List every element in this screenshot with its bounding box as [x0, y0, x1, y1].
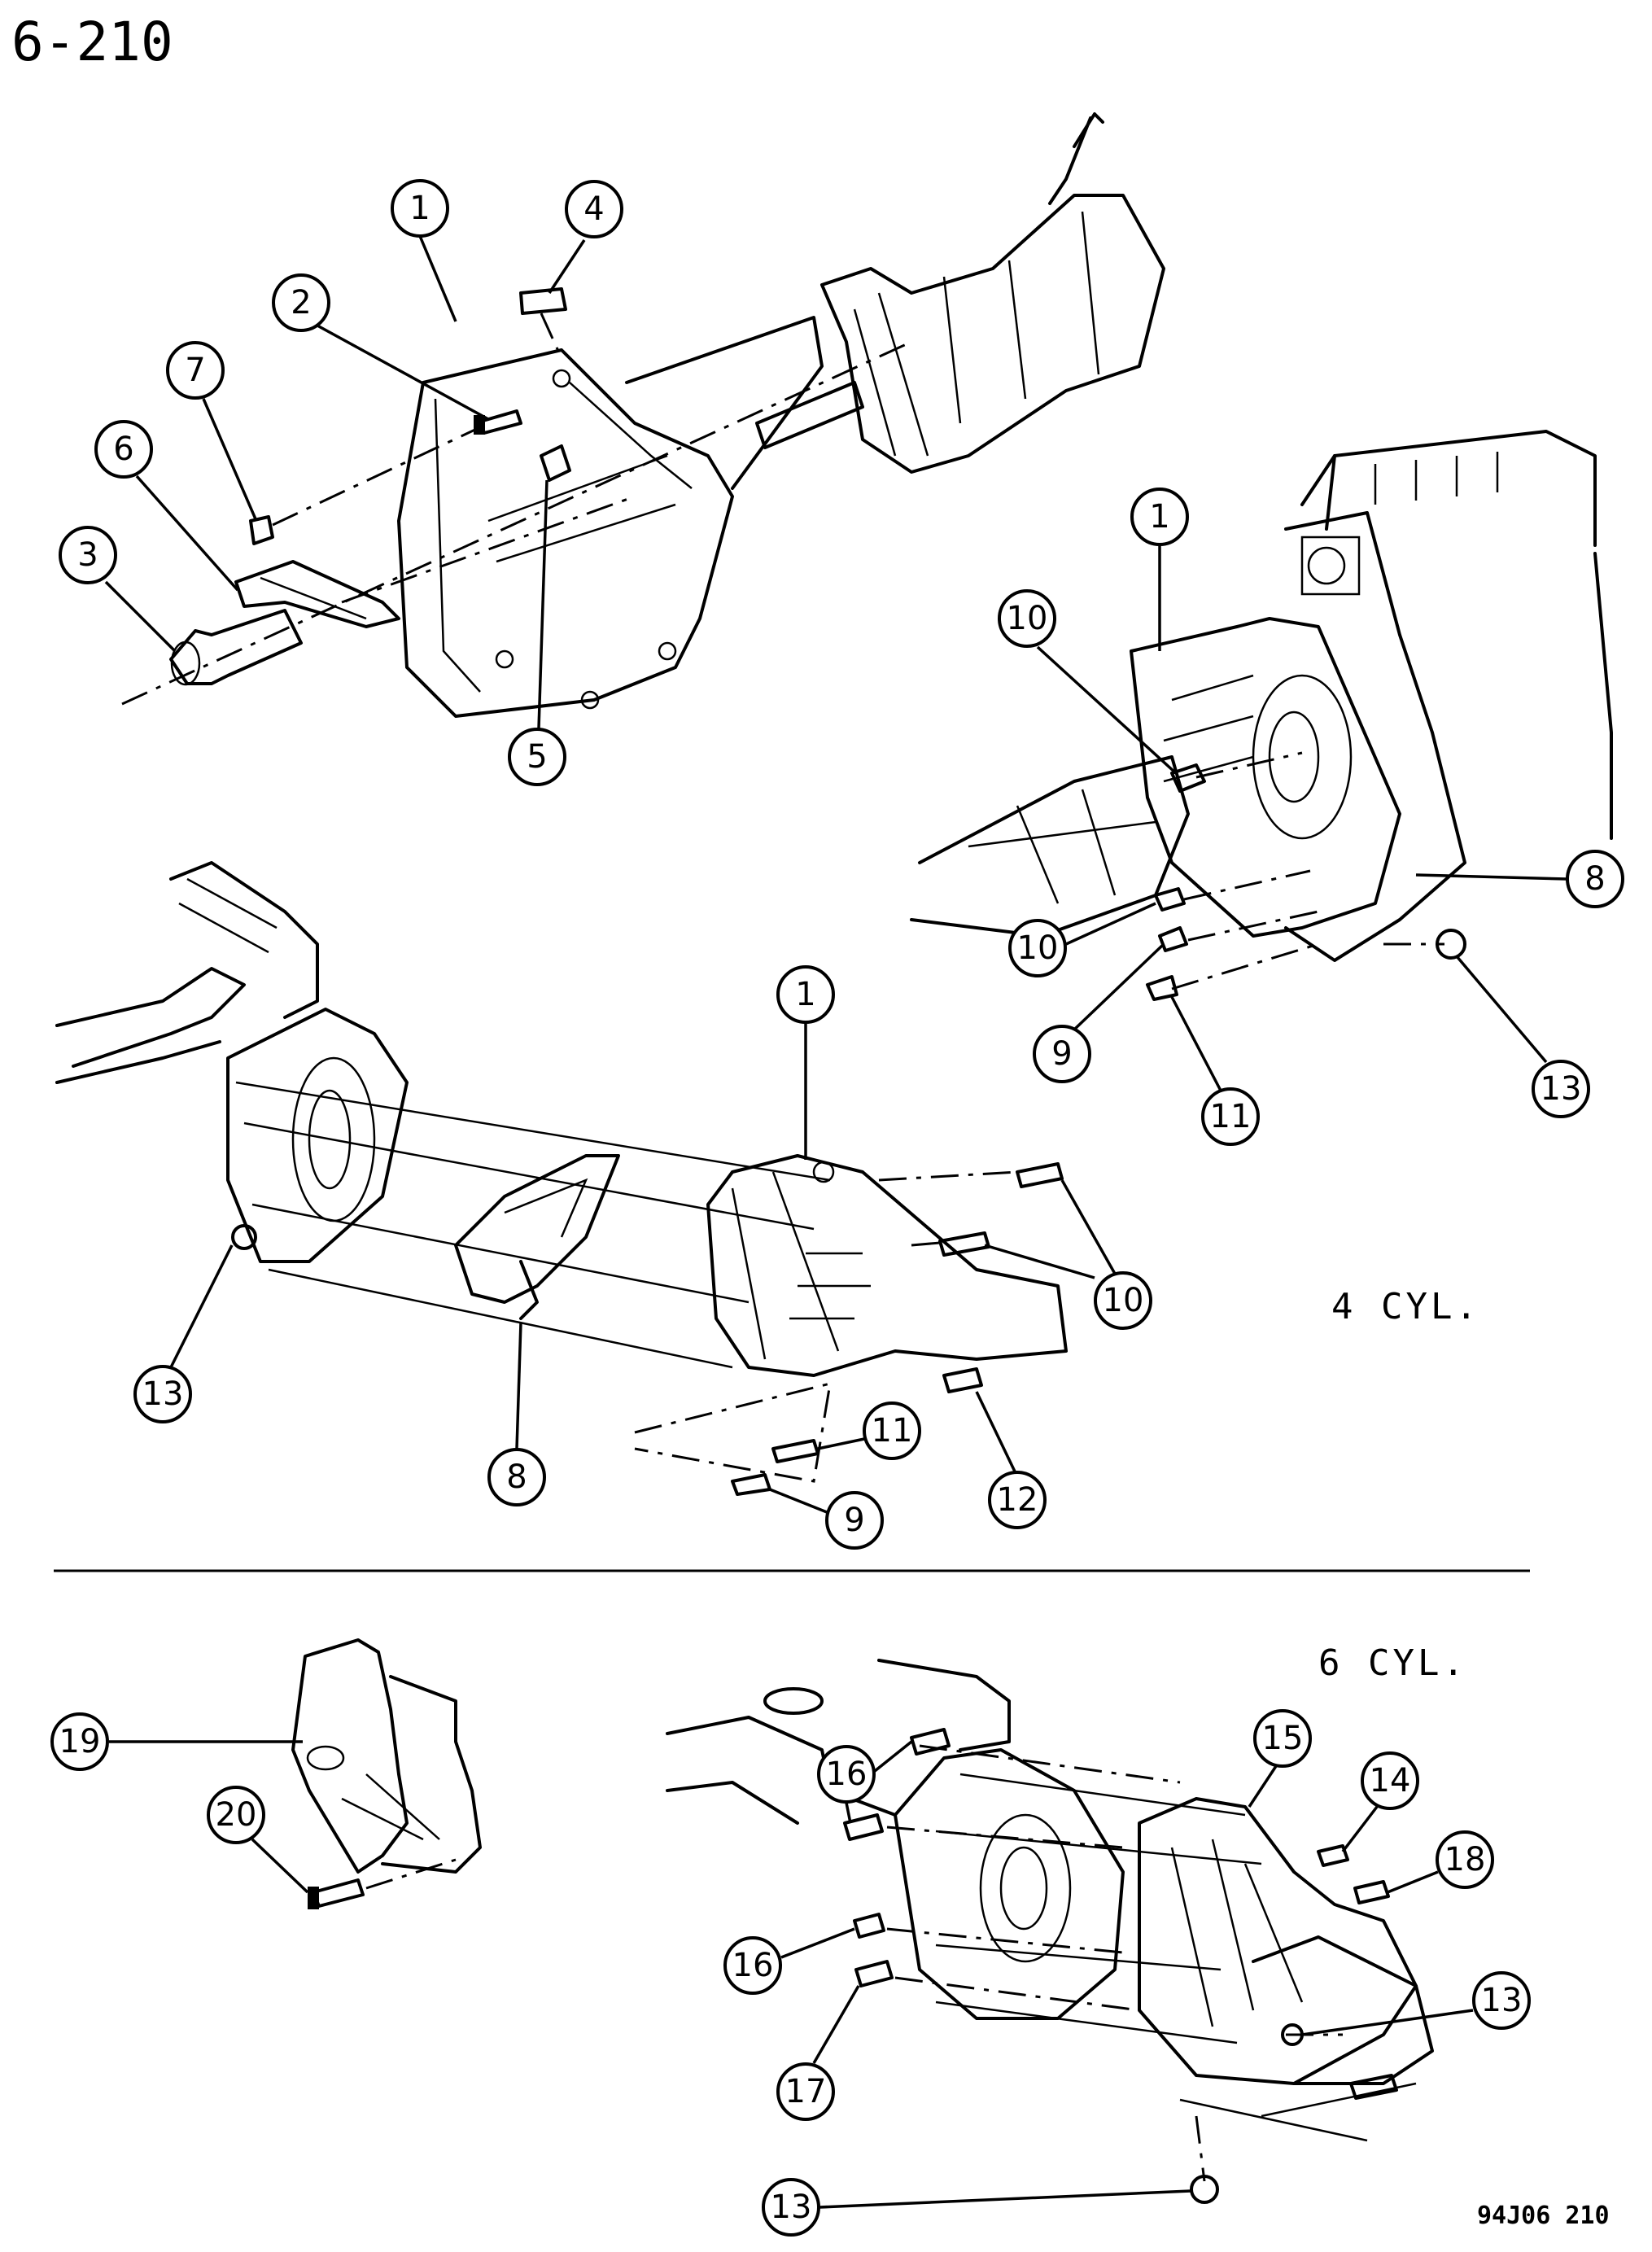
callout-circle	[133, 1365, 192, 1423]
callout-circle	[272, 273, 330, 332]
callout-circle	[1566, 850, 1624, 908]
callout-circle	[1361, 1751, 1419, 1810]
callout-label: 13	[142, 1375, 184, 1413]
callout-circle	[391, 179, 449, 238]
callout-label: 10	[1007, 600, 1048, 637]
engine-housing-bottom-right	[666, 1659, 1434, 2204]
callout-label: 6	[113, 431, 133, 468]
transmission-assembly-top	[121, 112, 1165, 718]
callout-circle	[1130, 488, 1189, 546]
callout-label: 13	[1481, 1982, 1523, 2019]
callout-circle	[508, 728, 566, 786]
callout-label: 15	[1262, 1720, 1304, 1757]
callout-label: 1	[1149, 498, 1169, 536]
callout-circle	[1532, 1060, 1590, 1118]
callout-label: 1	[795, 976, 815, 1013]
callout-label: 16	[732, 1947, 774, 1984]
figure-code: 94J06 210	[1477, 2202, 1610, 2230]
callout-circle	[863, 1401, 921, 1460]
callout-label: 2	[291, 284, 311, 321]
callout-circle	[166, 341, 225, 400]
callout-label: 8	[1584, 860, 1605, 898]
callout-circle	[723, 1936, 782, 1995]
section-label-4-cyl: 4 CYL.	[1331, 1286, 1480, 1327]
callout-label: 9	[1051, 1035, 1072, 1073]
engine-housing-middle	[55, 861, 1068, 1496]
callout-label: 13	[1541, 1070, 1582, 1108]
callout-label: 11	[1210, 1098, 1252, 1135]
callout-label: 7	[185, 352, 205, 389]
callout-label: 13	[771, 2189, 812, 2226]
callout-circle	[988, 1471, 1047, 1529]
callout-label: 20	[216, 1796, 257, 1834]
callout-label: 11	[872, 1412, 913, 1450]
callout-circle	[59, 526, 117, 584]
callout-circle	[825, 1491, 884, 1550]
callout-circle	[817, 1745, 876, 1804]
callout-label: 5	[527, 738, 547, 776]
section-label-6-cyl: 6 CYL.	[1318, 1642, 1467, 1684]
callout-label: 4	[583, 190, 604, 228]
callout-circle	[1033, 1025, 1091, 1083]
callout-circle	[1253, 1709, 1312, 1768]
callout-circle	[1436, 1830, 1494, 1889]
callout-circle	[762, 2178, 820, 2237]
callout-label: 8	[506, 1458, 527, 1496]
callout-circle	[1094, 1271, 1152, 1330]
callout-label: 9	[844, 1502, 864, 1539]
callout-circle	[487, 1448, 546, 1506]
page-reference: 6-210	[11, 11, 173, 73]
callout-label: 12	[997, 1481, 1038, 1519]
callout-label: 1	[409, 190, 430, 227]
callout-label: 10	[1103, 1282, 1144, 1319]
callout-label: 17	[785, 2073, 827, 2110]
callout-label: 14	[1370, 1762, 1411, 1799]
callout-circle	[50, 1712, 109, 1771]
callout-circle	[207, 1786, 265, 1844]
callout-circle	[776, 2062, 835, 2121]
shield-plate	[291, 1638, 482, 1909]
callout-circle	[1008, 919, 1067, 977]
callout-circle	[94, 420, 153, 479]
callout-label: 10	[1017, 929, 1059, 967]
callout-label: 18	[1444, 1841, 1486, 1878]
callout-circle	[776, 965, 835, 1024]
callout-circle	[565, 180, 623, 238]
callout-circle	[1201, 1087, 1260, 1146]
engine-housing-right	[910, 430, 1613, 1001]
callouts: 1 2 4 7 6 3 5 1 10 8 10 9	[50, 179, 1624, 2237]
callout-label: 16	[826, 1756, 868, 1793]
callout-label: 3	[77, 536, 98, 574]
callout-circle	[1472, 1971, 1531, 2030]
callout-circle	[998, 589, 1056, 648]
callout-label: 19	[59, 1723, 101, 1760]
